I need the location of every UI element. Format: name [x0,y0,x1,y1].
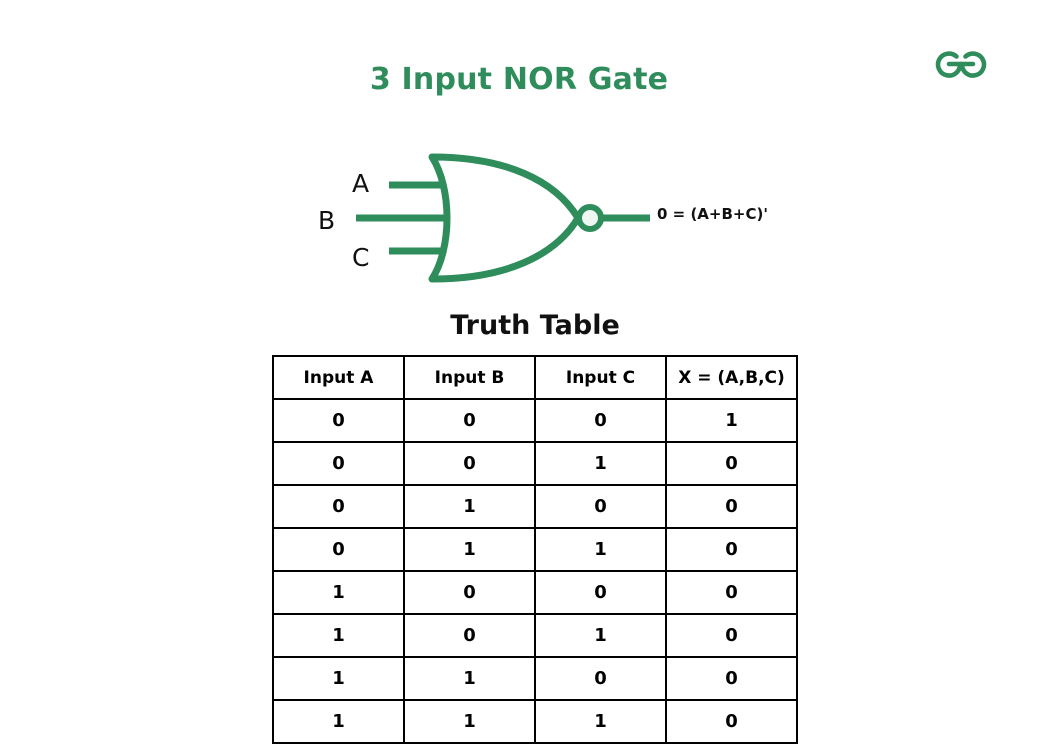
truth-table-heading: Truth Table [450,310,620,341]
table-cell: 0 [403,613,536,658]
table-cell: 1 [534,613,667,658]
table-cell: 0 [665,484,798,529]
table-cell: 1 [403,699,536,744]
input-label-c: C [352,243,370,272]
table-cell: 0 [665,527,798,572]
page-title-text: 3 Input NOR Gate [369,62,669,97]
table-cell: 0 [272,398,405,443]
table-cell: 0 [665,570,798,615]
table-cell: 0 [665,656,798,701]
table-cell: 1 [403,527,536,572]
input-label-b: B [318,206,336,235]
table-cell: 1 [665,398,798,443]
table-cell: 0 [403,398,536,443]
geeksforgeeks-logo [928,44,994,84]
or-gate-body [428,153,582,283]
table-cell: 1 [403,484,536,529]
nor-gate-diagram: A B C 0 = (A+B+C)' [300,140,820,300]
inversion-bubble [576,204,604,232]
table-column-header: Input C [534,355,667,400]
table-cell: 0 [403,441,536,486]
output-expression: 0 = (A+B+C)' [657,205,768,223]
table-cell: 0 [665,441,798,486]
table-cell: 1 [272,656,405,701]
table-cell: 0 [272,527,405,572]
table-column-header: Input B [403,355,536,400]
table-cell: 0 [272,441,405,486]
table-cell: 0 [272,484,405,529]
table-cell: 1 [534,441,667,486]
table-cell: 0 [665,699,798,744]
table-cell: 1 [534,527,667,572]
table-cell: 0 [534,656,667,701]
input-label-a: A [352,169,370,198]
table-cell: 0 [534,398,667,443]
table-cell: 1 [403,656,536,701]
table-cell: 0 [534,570,667,615]
table-cell: 1 [272,613,405,658]
table-column-header: X = (A,B,C) [665,355,798,400]
table-column-header: Input A [272,355,405,400]
page-title: 3 Input NOR Gate [0,62,1042,97]
table-cell: 1 [534,699,667,744]
table-cell: 0 [665,613,798,658]
table-cell: 1 [272,570,405,615]
table-cell: 0 [403,570,536,615]
table-cell: 0 [534,484,667,529]
table-cell: 1 [272,699,405,744]
